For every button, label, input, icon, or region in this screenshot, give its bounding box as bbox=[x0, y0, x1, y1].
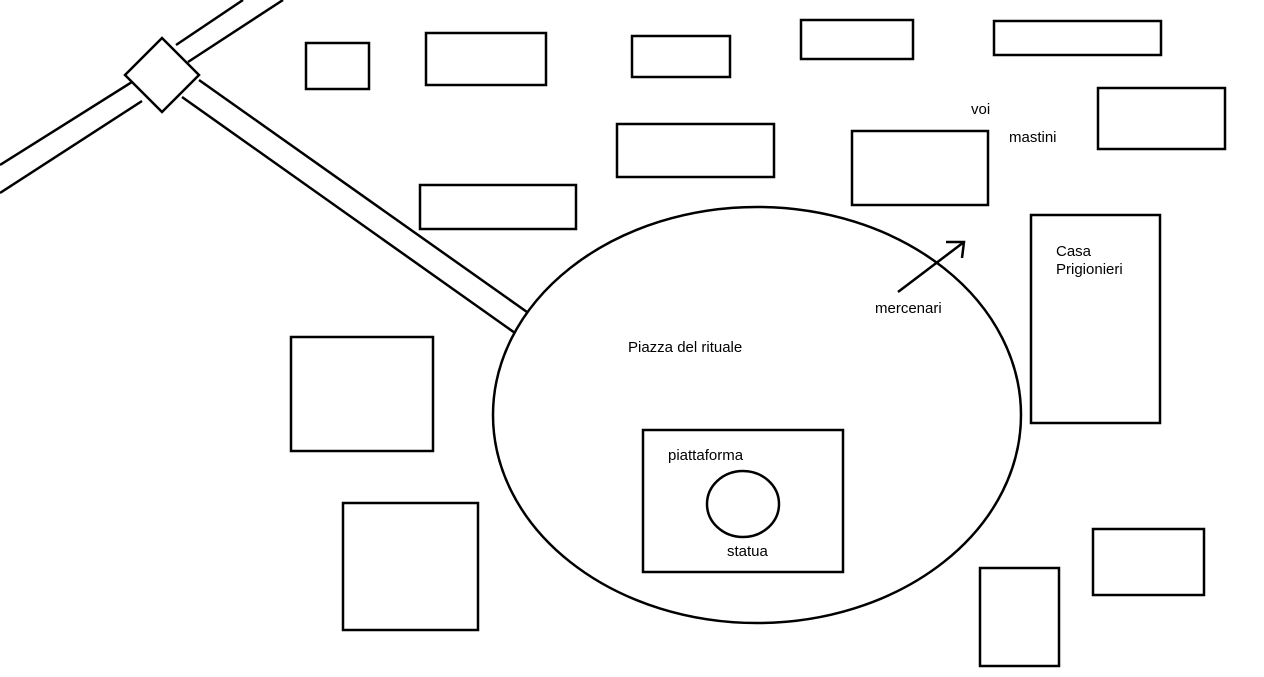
building bbox=[1091, 527, 1206, 597]
road-plaza-edge-lower bbox=[181, 95, 516, 335]
building bbox=[615, 122, 776, 179]
statue bbox=[705, 469, 781, 539]
building bbox=[341, 501, 480, 632]
mercenari-arrow-shaft bbox=[897, 241, 965, 293]
label-voi: voi bbox=[971, 101, 990, 118]
mercenari-arrow-head bbox=[946, 240, 966, 259]
label-casa: Casa bbox=[1056, 243, 1092, 260]
label-prigionieri: Prigionieri bbox=[1056, 261, 1123, 278]
label-mastini: mastini bbox=[1009, 129, 1057, 146]
road-west-edge-lower bbox=[0, 99, 143, 195]
building bbox=[850, 129, 990, 207]
road-north-edge-upper bbox=[175, 0, 244, 47]
building bbox=[992, 19, 1163, 57]
label-piazza: Piazza del rituale bbox=[628, 339, 742, 356]
label-statua: statua bbox=[727, 543, 769, 560]
building bbox=[304, 41, 371, 91]
prison-house bbox=[1029, 213, 1162, 425]
building bbox=[418, 183, 578, 231]
road-plaza-edge-upper bbox=[198, 78, 528, 314]
building bbox=[978, 566, 1061, 668]
building bbox=[1096, 86, 1227, 151]
platform bbox=[641, 428, 845, 574]
building bbox=[289, 335, 435, 453]
road-west-edge-upper bbox=[0, 80, 133, 167]
label-piattaforma: piattaforma bbox=[668, 447, 744, 464]
ritual-plaza bbox=[491, 205, 1023, 625]
building bbox=[799, 18, 915, 61]
building bbox=[630, 34, 732, 79]
road-north-edge-lower bbox=[187, 0, 284, 64]
crossroads-diamond bbox=[123, 36, 201, 114]
label-mercenari: mercenari bbox=[875, 300, 942, 317]
building bbox=[424, 31, 548, 87]
